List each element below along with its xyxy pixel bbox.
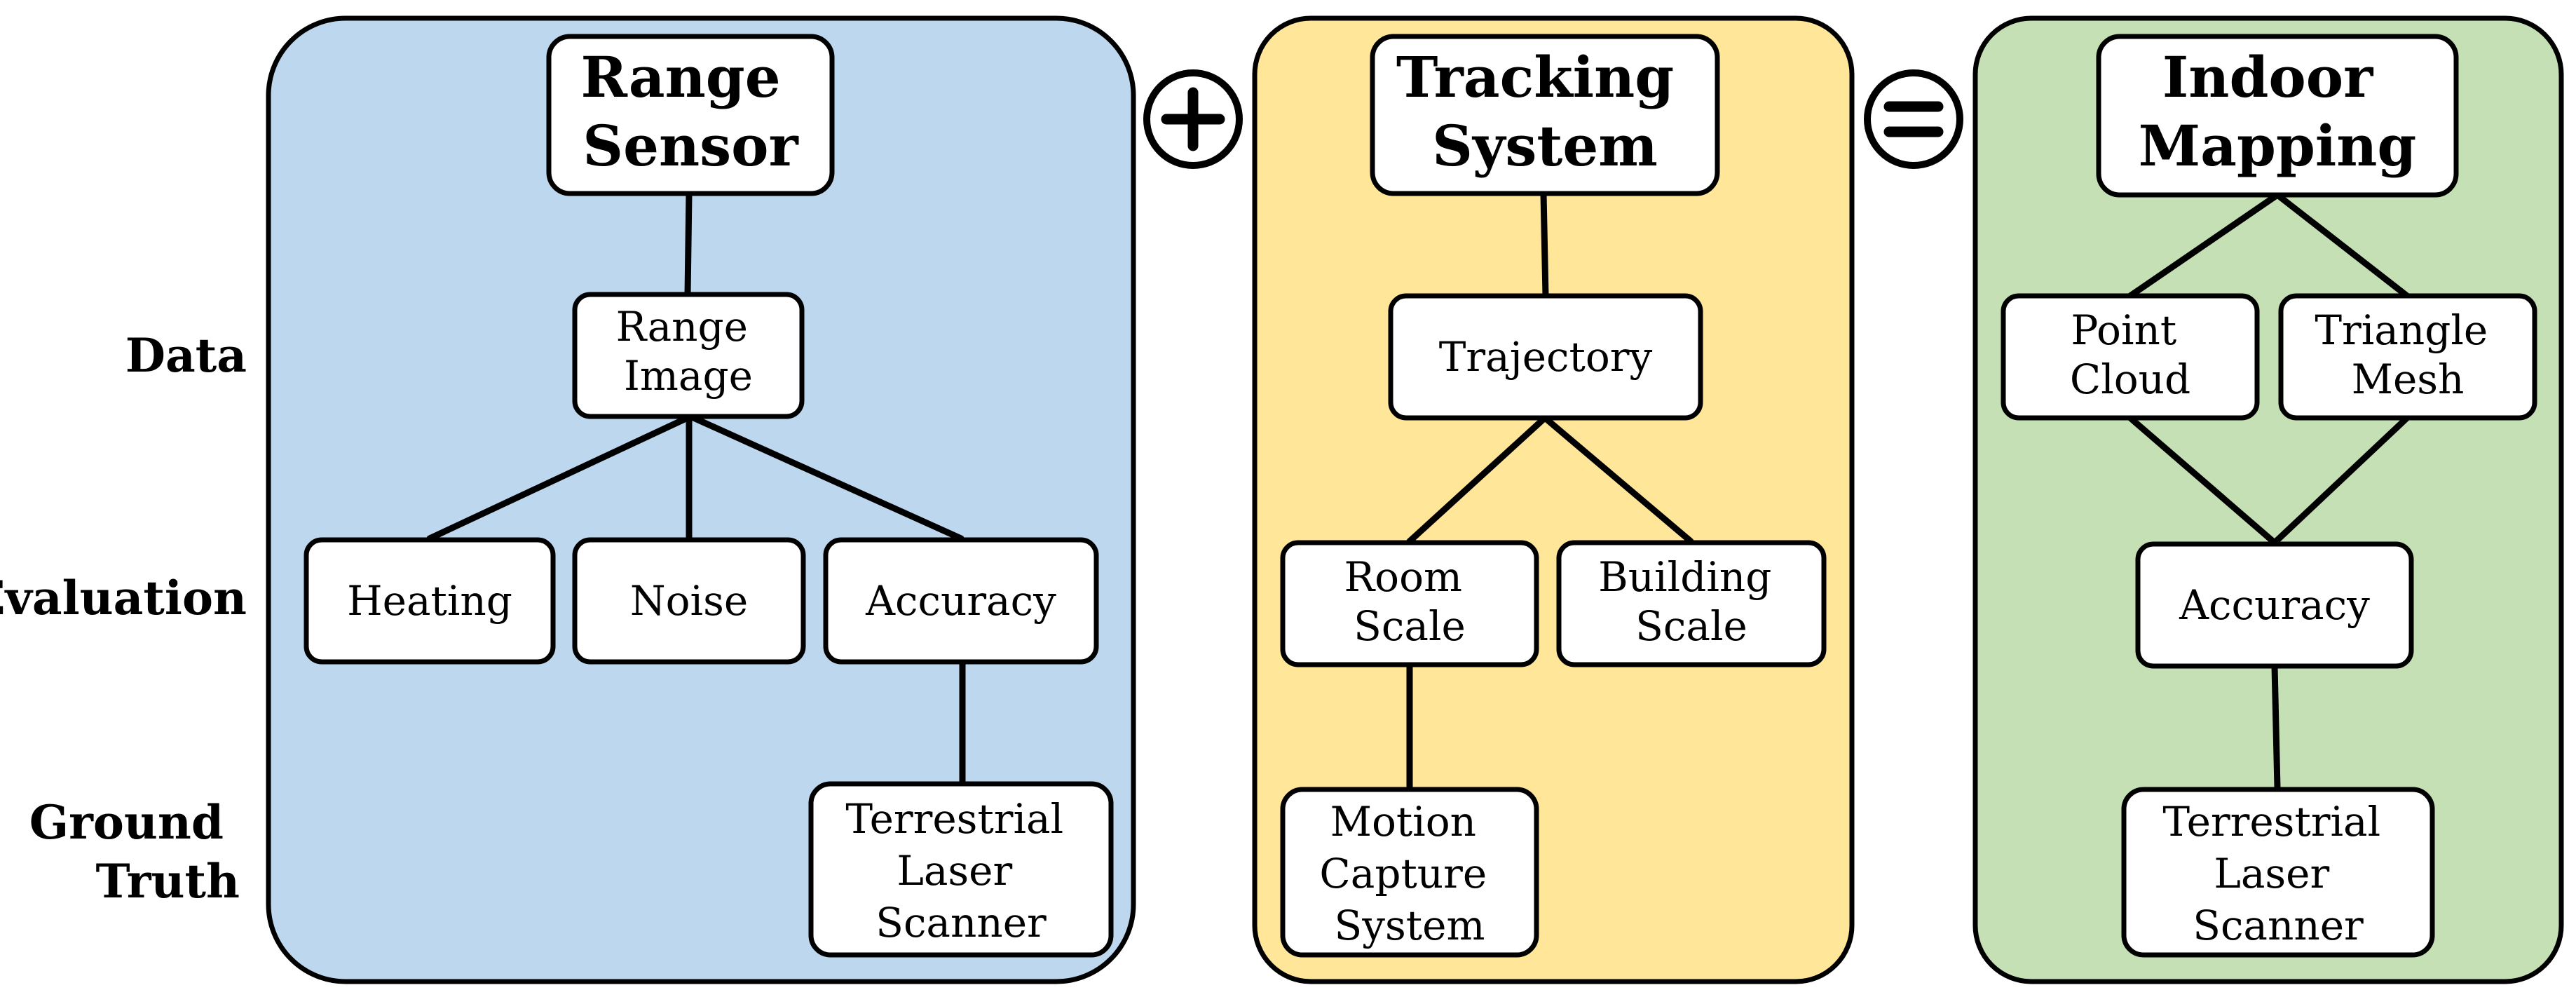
motion-capture-system-frame: [1280, 787, 1539, 958]
room-scale-label: Room Scale: [1344, 553, 1476, 650]
room-scale-label-line-2: Scale: [1354, 602, 1466, 650]
noise-label: Noise: [630, 577, 748, 625]
tracking-system-title-line-1: Tracking: [1396, 44, 1674, 110]
mapping-tls-line-2: Laser: [2214, 850, 2329, 897]
range-image-label: Range Image: [616, 303, 761, 400]
connectors: [426, 190, 2411, 793]
motion-capture-line-3: System: [1335, 902, 1485, 949]
mapping-tls-line-1: Terrestrial: [2162, 798, 2380, 846]
heating-label: Heating: [347, 577, 512, 625]
mapping-accuracy-node: Accuracy: [2135, 541, 2414, 669]
mapping-terrestrial-laser-scanner-node: Terrestrial Laser Scanner: [2121, 787, 2435, 958]
edge-mapping-title-to-pointcloud: [2127, 191, 2281, 299]
plus-operator: [1143, 69, 1243, 169]
range-image-node: Range Image: [572, 292, 805, 419]
tracking-system-panel: [1252, 15, 1855, 984]
range-tls-line-2: Laser: [897, 847, 1012, 895]
heating-frame: [304, 537, 556, 665]
trajectory-frame: [1388, 293, 1703, 421]
room-scale-node: Room Scale: [1280, 540, 1539, 667]
equals-operator: [1864, 69, 1963, 169]
row-label-data: Data: [125, 328, 247, 383]
building-scale-node: Building Scale: [1556, 540, 1827, 667]
range-tls-line-1: Terrestrial: [845, 795, 1063, 843]
row-label-evaluation: Evaluation: [0, 571, 247, 625]
edge-image-to-accuracy: [687, 413, 965, 542]
edge-tracking-title-to-trajectory: [1540, 190, 1549, 299]
edge-image-to-heating: [426, 413, 694, 542]
edge-trajectory-to-building: [1541, 414, 1694, 545]
equals-circle: [1864, 69, 1963, 169]
range-accuracy-frame: [823, 537, 1099, 665]
tracking-system-title: Tracking System: [1396, 44, 1694, 179]
range-terrestrial-laser-scanner-label: Terrestrial Laser Scanner: [845, 795, 1076, 947]
mapping-tls-line-3: Scanner: [2193, 902, 2364, 949]
edge-pointcloud-to-accuracy: [2127, 414, 2278, 546]
triangle-mesh-frame: [2278, 293, 2537, 421]
point-cloud-frame: [2001, 293, 2260, 421]
edge-mesh-to-accuracy: [2271, 414, 2411, 546]
row-label-ground-truth-line-1: Ground: [29, 795, 224, 850]
building-scale-label-line-2: Scale: [1635, 602, 1747, 650]
point-cloud-label: Point Cloud: [2070, 306, 2190, 403]
range-accuracy-node: Accuracy: [823, 537, 1099, 665]
mapping-accuracy-label: Accuracy: [2179, 581, 2370, 629]
indoor-mapping-title-box: Indoor Mapping: [2096, 34, 2459, 198]
indoor-mapping-title-line-2: Mapping: [2139, 113, 2417, 179]
edge-range-title-to-image: [684, 190, 693, 298]
point-cloud-node: Point Cloud: [2001, 293, 2260, 421]
motion-capture-system-node: Motion Capture System: [1280, 787, 1539, 958]
indoor-mapping-title-frame: [2096, 34, 2459, 198]
indoor-mapping-title-line-1: Indoor: [2162, 44, 2373, 110]
mapping-accuracy-frame: [2135, 541, 2414, 669]
range-image-label-line-1: Range: [616, 303, 748, 351]
row-label-ground-truth-line-2: Truth: [95, 854, 240, 909]
range-terrestrial-laser-scanner-node: Terrestrial Laser Scanner: [808, 781, 1114, 958]
building-scale-frame: [1556, 540, 1827, 667]
indoor-mapping-title: Indoor Mapping: [2139, 44, 2417, 179]
building-scale-label: Building Scale: [1598, 553, 1785, 650]
triangle-mesh-label-line-2: Mesh: [2352, 355, 2465, 403]
point-cloud-label-line-1: Point: [2071, 306, 2176, 354]
range-image-frame: [572, 292, 805, 419]
range-sensor-title-line-2: Sensor: [582, 113, 798, 179]
range-sensor-title-frame: [546, 34, 835, 196]
motion-capture-line-1: Motion: [1330, 798, 1476, 846]
edge-accuracy-to-tls: [2271, 663, 2281, 792]
range-sensor-title-line-1: Range: [580, 44, 780, 110]
range-sensor-title-box: Range Sensor: [546, 34, 835, 196]
building-scale-label-line-1: Building: [1598, 553, 1771, 601]
edge-trajectory-to-room: [1406, 414, 1548, 545]
trajectory-label: Trajectory: [1439, 333, 1653, 381]
point-cloud-label-line-2: Cloud: [2070, 355, 2190, 403]
range-terrestrial-laser-scanner-frame: [808, 781, 1114, 958]
noise-frame: [572, 537, 806, 665]
triangle-mesh-label-line-1: Triangle: [2315, 306, 2488, 354]
row-labels: Data Evaluation Ground Truth: [0, 328, 247, 909]
room-scale-frame: [1280, 540, 1539, 667]
range-sensor-title: Range Sensor: [580, 44, 800, 179]
range-sensor-panel: [266, 15, 1136, 984]
trajectory-node: Trajectory: [1388, 293, 1703, 421]
noise-node: Noise: [572, 537, 806, 665]
triangle-mesh-node: Triangle Mesh: [2278, 293, 2537, 421]
indoor-mapping-panel: [1972, 15, 2564, 984]
triangle-mesh-label: Triangle Mesh: [2315, 306, 2500, 403]
room-scale-label-line-1: Room: [1344, 553, 1463, 601]
range-image-label-line-2: Image: [624, 352, 753, 400]
tracking-system-title-box: Tracking System: [1370, 34, 1720, 196]
tracking-system-title-frame: [1370, 34, 1720, 196]
mapping-terrestrial-laser-scanner-label: Terrestrial Laser Scanner: [2162, 798, 2393, 949]
edge-mapping-title-to-mesh: [2274, 191, 2411, 299]
heating-node: Heating: [304, 537, 556, 665]
row-label-ground-truth: Ground Truth: [29, 795, 240, 909]
motion-capture-line-2: Capture: [1319, 850, 1487, 897]
mapping-terrestrial-laser-scanner-frame: [2121, 787, 2435, 958]
range-accuracy-label: Accuracy: [865, 577, 1056, 625]
range-tls-line-3: Scanner: [875, 899, 1047, 947]
motion-capture-system-label: Motion Capture System: [1319, 798, 1499, 949]
tracking-system-title-line-2: System: [1432, 113, 1658, 179]
